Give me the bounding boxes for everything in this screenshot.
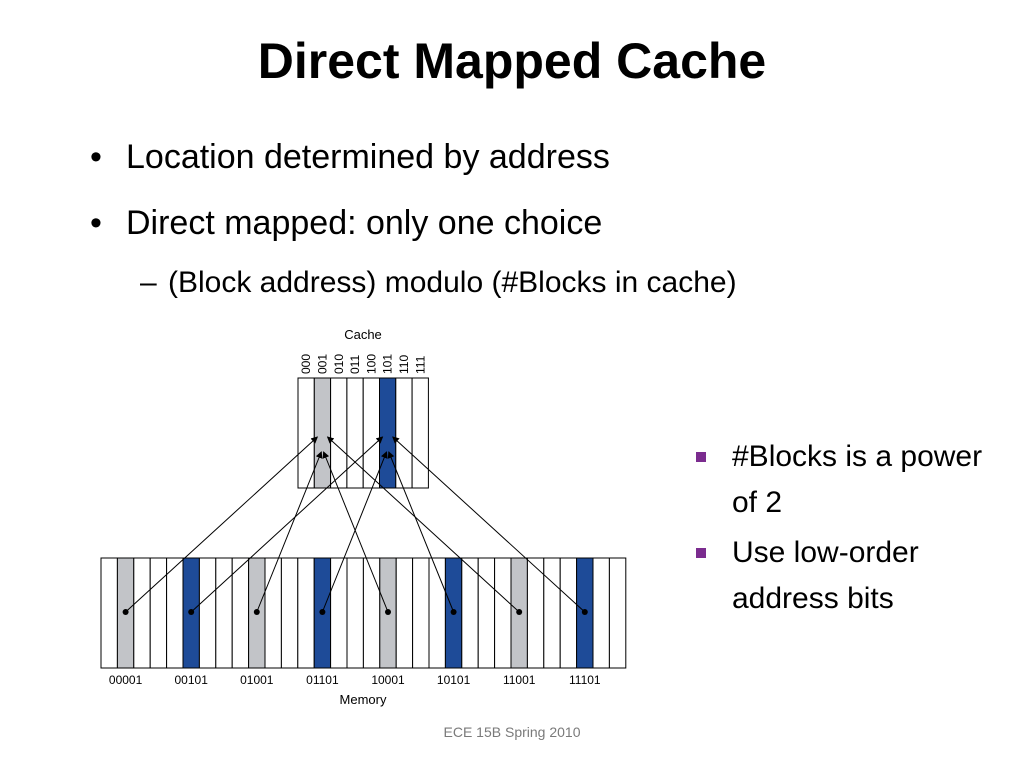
memory-block [543, 557, 561, 669]
memory-address-label: 01101 [306, 673, 339, 687]
cache-index-label: 110 [397, 355, 411, 374]
square-bullet-icon [696, 452, 706, 462]
memory-block [346, 557, 364, 669]
cache-block-110 [395, 377, 413, 489]
cache-index-label: 001 [315, 354, 329, 374]
right-bullet-item: Use low-order address bits [692, 530, 1012, 622]
memory-block [133, 557, 151, 669]
cache-index-label: 101 [381, 354, 395, 374]
cache-index-label: 111 [413, 355, 427, 374]
mapping-arrow [392, 436, 586, 613]
cache-index-label: 100 [364, 354, 378, 374]
mapping-arrow [322, 451, 389, 613]
cache-block-111 [411, 377, 429, 489]
cache-index-label: 011 [348, 355, 362, 374]
memory-address-label: 01001 [240, 673, 274, 687]
memory-address-label: 11001 [503, 673, 536, 687]
memory-block [559, 557, 578, 669]
sub-bullet-text: (Block address) modulo (#Blocks in cache… [168, 266, 737, 299]
memory-block [592, 557, 610, 669]
cache-index-label: 000 [299, 354, 313, 374]
memory-block [412, 557, 430, 669]
mapping-arrow [326, 436, 520, 613]
memory-block-dot [319, 609, 326, 615]
memory-block [264, 557, 282, 669]
bullet-text: Location determined by address [126, 138, 610, 176]
bullet-item: • Location determined by address [90, 138, 610, 177]
memory-block-dot [450, 609, 457, 615]
memory-block [330, 557, 348, 669]
memory-address-label: 10001 [371, 673, 405, 687]
memory-block [231, 557, 250, 669]
cache-block-000 [297, 377, 315, 489]
memory-address-label: 00001 [109, 673, 143, 687]
slide-title: Direct Mapped Cache [257, 33, 767, 89]
memory-block-dot [581, 609, 588, 615]
memory-title: Memory [340, 692, 387, 707]
memory-block-dot [253, 609, 260, 615]
square-bullet-icon [696, 548, 706, 558]
memory-block [477, 557, 496, 669]
bullet-icon: • [90, 138, 102, 176]
mapping-arrow [190, 436, 384, 613]
memory-block [215, 557, 233, 669]
memory-block [362, 557, 381, 669]
bullet-text: Direct mapped: only one choice [126, 204, 603, 242]
right-bullet-text: #Blocks is a power of 2 [732, 440, 983, 519]
memory-block [149, 557, 168, 669]
mapping-arrow [321, 451, 388, 613]
memory-block [526, 557, 545, 669]
memory-block [494, 557, 512, 669]
mapping-arrow [256, 451, 323, 613]
memory-block [297, 557, 315, 669]
right-bullet-text: Use low-order address bits [732, 536, 919, 615]
cache-index-label: 010 [332, 354, 346, 374]
mapping-arrow [125, 436, 319, 613]
memory-block-dot [188, 609, 195, 615]
dash-icon: – [140, 266, 157, 299]
memory-block [395, 557, 414, 669]
memory-address-label: 10101 [437, 673, 471, 687]
memory-block [461, 557, 479, 669]
memory-block [608, 557, 627, 669]
memory-block-dot [385, 609, 391, 615]
mapping-arrows [122, 436, 588, 615]
memory-address-label: 11101 [569, 673, 601, 687]
right-bullet-item: #Blocks is a power of 2 [692, 434, 1012, 526]
memory-block [280, 557, 299, 669]
right-bullet-list: #Blocks is a power of 2 Use low-order ad… [692, 434, 1012, 626]
memory-block [198, 557, 217, 669]
bullet-icon: • [90, 204, 102, 242]
memory-block-dot [516, 609, 523, 615]
cache-block-101 [379, 377, 397, 489]
memory-block [428, 557, 446, 669]
memory-address-label: 00101 [175, 673, 209, 687]
cache-block-011 [346, 377, 364, 489]
footer-text: ECE 15B Spring 2010 [443, 724, 581, 740]
mapping-arrow [387, 451, 455, 613]
memory-block-dot [122, 609, 129, 615]
cache-block-001 [313, 377, 332, 489]
sub-bullet-item: –(Block address) modulo (#Blocks in cach… [140, 266, 737, 300]
cache-title: Cache [344, 327, 382, 342]
memory-block [166, 557, 184, 669]
memory-block [100, 557, 118, 669]
bullet-item: • Direct mapped: only one choice [90, 204, 602, 243]
